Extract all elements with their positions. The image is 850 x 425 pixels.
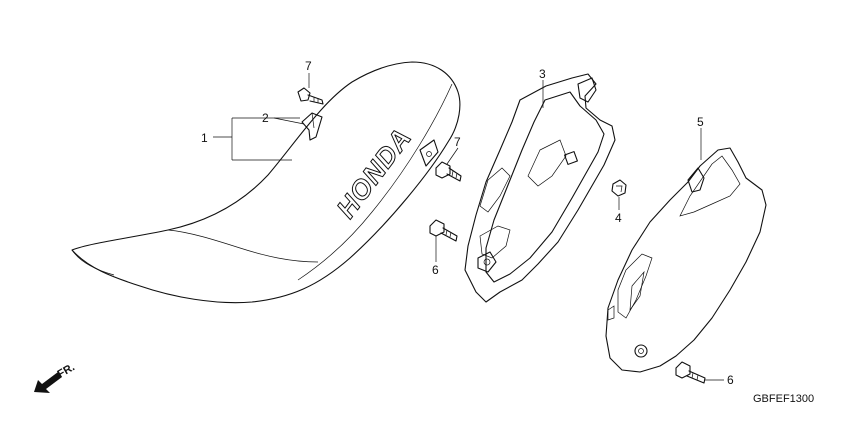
callout-7-upper: 7 (305, 59, 312, 73)
seat: HONDA (71, 61, 461, 304)
honda-logo: HONDA (331, 122, 418, 223)
callout-5: 5 (697, 115, 704, 129)
clip-nut (611, 179, 627, 197)
callout-6-left: 6 (432, 263, 439, 277)
front-arrow-icon (34, 372, 62, 393)
leader-lines (213, 73, 724, 381)
callout-1: 1 (201, 131, 208, 145)
side-cover-bolt (435, 161, 462, 182)
callout-4: 4 (615, 211, 622, 225)
callout-7-right: 7 (454, 135, 461, 149)
callout-3: 3 (539, 67, 546, 81)
seat-bolt (297, 87, 324, 105)
callout-6-right: 6 (727, 373, 734, 387)
callout-2: 2 (262, 111, 269, 125)
diagram-code: GBFEF1300 (753, 393, 814, 405)
side-cover-screw-right (675, 361, 706, 384)
side-cover-right (605, 147, 767, 373)
side-cover-screw-left (429, 219, 458, 242)
seat-bushing (301, 112, 323, 141)
front-direction-label: FR. (56, 361, 77, 380)
side-cover-left (464, 73, 616, 303)
